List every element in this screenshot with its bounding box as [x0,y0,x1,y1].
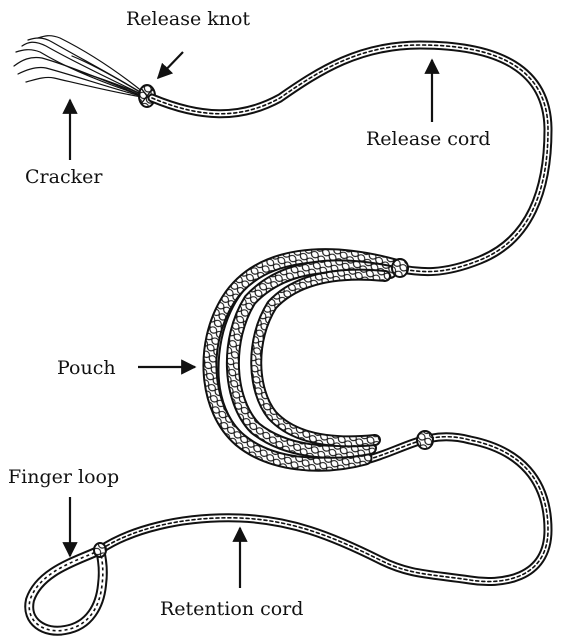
pouch-label: Pouch [57,359,116,378]
cracker-icon [14,36,143,97]
finger-loop-icon [29,543,106,631]
retention-cord-label: Retention cord [160,600,303,619]
release-knot-label: Release knot [126,10,250,29]
pouch-icon [210,256,433,465]
finger-loop-label: Finger loop [8,468,119,487]
cracker-label: Cracker [25,168,102,187]
release-knot-arrow [158,52,183,78]
sling-cord [100,45,548,582]
release-cord-label: Release cord [366,130,491,149]
